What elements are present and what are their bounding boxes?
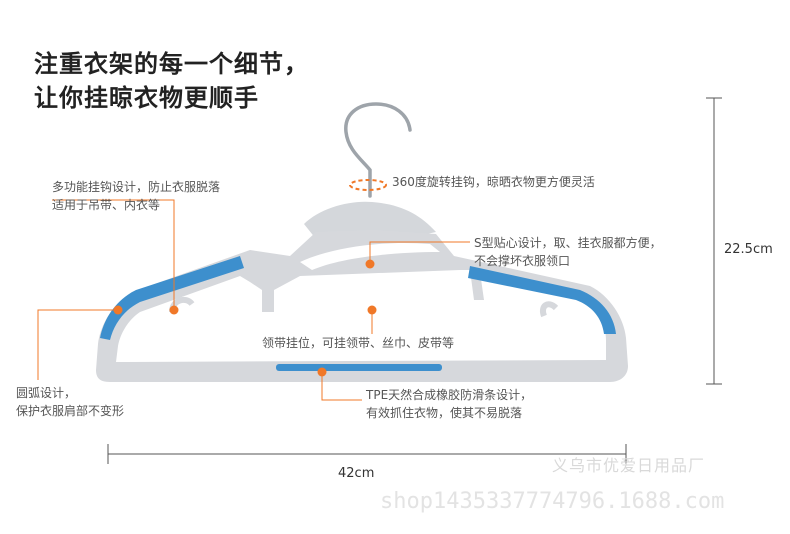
rotate-ring-marker (349, 179, 387, 191)
strap-bar-cutout (282, 296, 460, 314)
note-rotate: 360度旋转挂钩，晾晒衣物更方便灵活 (392, 175, 595, 189)
note-s-shape: S型贴心设计，取、挂衣服都方便， 不会撑坏衣服领口 (474, 234, 662, 270)
metal-hook (344, 102, 412, 198)
note-shoulder: 圆弧设计， 保护衣服肩部不变形 (16, 384, 124, 420)
title-line-2: 让你挂晾衣物更顺手 (34, 84, 259, 112)
s-curve-slot (300, 242, 440, 270)
store-watermark: 义乌市优爱日用品厂 (552, 456, 706, 475)
callout-dot-shoulder (113, 305, 123, 315)
width-label: 42cm (338, 466, 375, 481)
note-hook: 多功能挂钩设计，防止衣服脱落 适用于吊带、内衣等 (52, 178, 220, 214)
note-tpe: TPE天然合成橡胶防滑条设计， 有效抓住衣物，使其不易脱落 (366, 386, 532, 422)
callout-line-shoulder (37, 309, 118, 380)
note-shoulder-text: 圆弧设计， 保护衣服肩部不变形 (16, 386, 125, 418)
callout-line-s (369, 241, 470, 264)
callout-line-tpe (321, 372, 362, 401)
title-line-1: 注重衣架的每一个细节， (34, 50, 309, 78)
height-label: 22.5cm (724, 242, 773, 257)
note-s-shape-text: S型贴心设计，取、挂衣服都方便， 不会撑坏衣服领口 (474, 236, 662, 268)
grip-strip-left (100, 256, 244, 340)
note-strap: 领带挂位，可挂领带、丝巾、皮带等 (262, 336, 455, 350)
grip-strip-right (468, 266, 616, 334)
side-hook-right (540, 301, 559, 318)
callout-dot-hook (169, 305, 179, 315)
callout-line-hook (52, 199, 175, 310)
callout-dot-strap (367, 305, 377, 315)
grip-strip-bottom (276, 364, 442, 371)
frame-cutout (116, 270, 606, 362)
callout-dot-s (365, 259, 375, 269)
note-tpe-text: TPE天然合成橡胶防滑条设计， 有效抓住衣物，使其不易脱落 (366, 388, 533, 420)
note-hook-text: 多功能挂钩设计，防止衣服脱落 适用于吊带、内衣等 (52, 180, 221, 212)
url-watermark: shop1435337774796.1688.com (380, 489, 725, 514)
callout-dot-tpe (317, 367, 327, 377)
